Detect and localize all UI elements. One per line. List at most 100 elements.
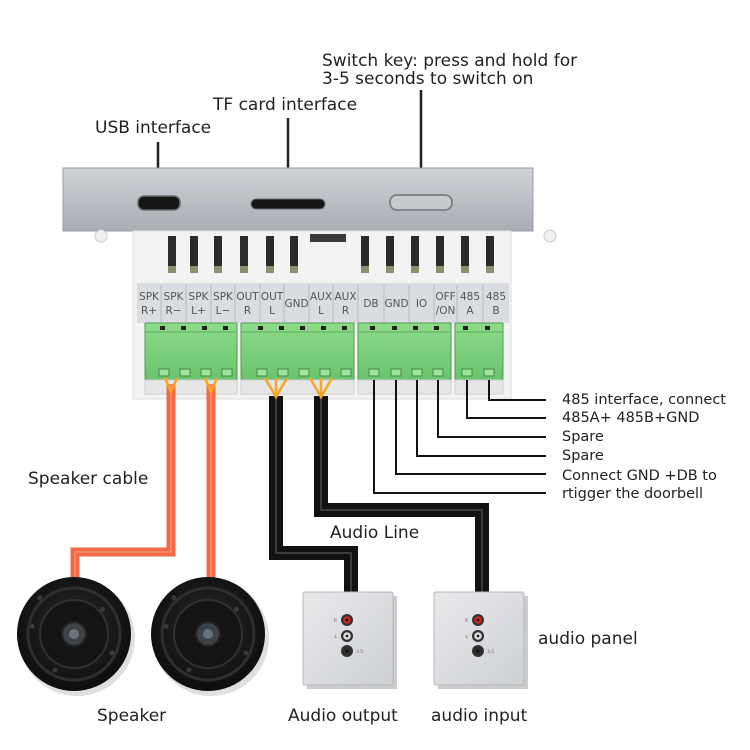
callout-switch-key: Switch key: press and hold for 3-5 secon…: [322, 51, 577, 195]
terminal-screw[interactable]: [319, 368, 331, 377]
vent-slot: [486, 236, 494, 273]
terminal-label-bottom: L+: [191, 305, 206, 317]
speaker-terminal-block: [144, 322, 238, 395]
note-line: Spare: [562, 429, 604, 445]
audio-cable-output: [269, 396, 358, 592]
audio-output-label: Audio output: [288, 706, 398, 726]
terminal-screw[interactable]: [256, 368, 268, 377]
terminal-screw[interactable]: [221, 368, 233, 377]
terminal-label-top: DB: [363, 298, 378, 310]
switch-key-label-line1: Switch key: press and hold for: [322, 51, 577, 71]
vent-slot: [266, 236, 274, 273]
audio-input-panel: R L 3.5: [433, 591, 528, 689]
terminal-screw[interactable]: [179, 368, 191, 377]
terminal-screw[interactable]: [483, 368, 495, 377]
terminal-label-bottom: B: [492, 305, 499, 317]
terminal-screw[interactable]: [411, 368, 423, 377]
audio-panel-label: audio panel: [538, 629, 638, 649]
speaker-cable-label: Speaker cable: [28, 469, 148, 489]
terminal-label-bottom: L: [269, 305, 275, 317]
terminal-labels: SPKR+SPKR−SPKL+SPKL−OUTROUTLGNDAUXLAUXRD…: [139, 285, 506, 322]
speaker-label: Speaker: [97, 706, 166, 726]
audio-line-label: Audio Line: [330, 523, 419, 543]
control-terminal-block: [357, 322, 452, 395]
tf-card-slot[interactable]: [250, 198, 326, 210]
vent-slot: [436, 236, 444, 273]
terminal-label-top: 485: [460, 291, 480, 303]
right-notes: 485 interface, connect 485A+ 485B+GND Spar…: [562, 392, 726, 502]
terminal-label-top: IO: [416, 298, 427, 310]
terminal-label-top: OFF: [435, 291, 455, 303]
note-line: Connect GND +DB to: [562, 468, 717, 484]
note-line: 485A+ 485B+GND: [562, 410, 699, 426]
vent-slot: [310, 234, 346, 242]
vent-slot: [290, 236, 298, 273]
terminal-screw[interactable]: [158, 368, 170, 377]
terminal-label-top: GND: [384, 298, 408, 310]
terminal-screw[interactable]: [432, 368, 444, 377]
audio-terminal-block: [240, 322, 355, 395]
vent-slot: [461, 236, 469, 273]
terminal-label-bottom: R−: [165, 305, 181, 317]
terminal-label-top: SPK: [164, 291, 185, 303]
terminal-label-strip: [137, 283, 509, 323]
speaker-cables: Speaker cable: [28, 377, 219, 588]
terminal-label-bottom: L: [318, 305, 324, 317]
switch-key-button[interactable]: [389, 194, 453, 211]
heat-vents: [168, 234, 494, 273]
vent-slot: [386, 236, 394, 273]
terminal-screw[interactable]: [277, 368, 289, 377]
terminal-label-top: SPK: [139, 291, 160, 303]
terminal-label-bottom: A: [466, 305, 474, 317]
terminal-label-bottom: /ON: [436, 305, 456, 317]
terminal-screw[interactable]: [200, 368, 212, 377]
note-line: rtigger the doorbell: [562, 486, 703, 502]
vent-slot: [168, 236, 176, 273]
vent-slot: [240, 236, 248, 273]
usb-port[interactable]: [137, 195, 181, 211]
vent-slot: [190, 236, 198, 273]
control-leaders: [373, 380, 546, 494]
terminal-label-top: OUT: [261, 291, 284, 303]
speaker-1: [17, 577, 135, 696]
terminal-label-top: GND: [284, 298, 308, 310]
terminal-screw[interactable]: [298, 368, 310, 377]
terminal-label-bottom: R: [244, 305, 251, 317]
terminal-label-bottom: L−: [216, 305, 231, 317]
jack-label: L: [465, 634, 468, 640]
speakers: [17, 577, 269, 696]
terminal-screw[interactable]: [390, 368, 402, 377]
vent-slot: [411, 236, 419, 273]
jack-label: 3.5: [487, 649, 494, 655]
terminal-label-top: SPK: [189, 291, 210, 303]
jack-label: R: [334, 618, 337, 624]
terminal-label-top: AUX: [310, 291, 332, 303]
rs485-terminal-block: [454, 322, 504, 395]
speaker-2: [151, 577, 269, 696]
jack-label: L: [334, 634, 337, 640]
terminal-label-top: OUT: [236, 291, 259, 303]
audio-input-label: audio input: [431, 706, 528, 726]
jack-label: R: [465, 618, 468, 624]
terminal-label-bottom: R: [342, 305, 349, 317]
terminal-label-top: 485: [486, 291, 506, 303]
terminal-label-top: SPK: [213, 291, 234, 303]
terminal-label-top: AUX: [334, 291, 356, 303]
audio-cables: Audio Line: [263, 377, 489, 592]
audio-panels: R L 3.5 R L 3.5: [302, 591, 528, 689]
amplifier-device: SPKR+SPKR−SPKL+SPKL−OUTROUTLGNDAUXLAUXRD…: [62, 167, 557, 400]
note-line: 485 interface, connect: [562, 392, 726, 408]
terminal-screw[interactable]: [368, 368, 380, 377]
terminal-label-bottom: R+: [141, 305, 157, 317]
usb-interface-label: USB interface: [95, 118, 211, 138]
vent-slot: [214, 236, 222, 273]
audio-output-panel: R L 3.5: [302, 591, 397, 689]
jack-label: 3.5: [356, 649, 363, 655]
vent-slot: [361, 236, 369, 273]
tf-card-label: TF card interface: [212, 95, 357, 115]
terminal-screw[interactable]: [461, 368, 473, 377]
terminal-blocks: [144, 322, 504, 395]
terminal-screw[interactable]: [340, 368, 352, 377]
switch-key-label-line2: 3-5 seconds to switch on: [322, 69, 533, 89]
